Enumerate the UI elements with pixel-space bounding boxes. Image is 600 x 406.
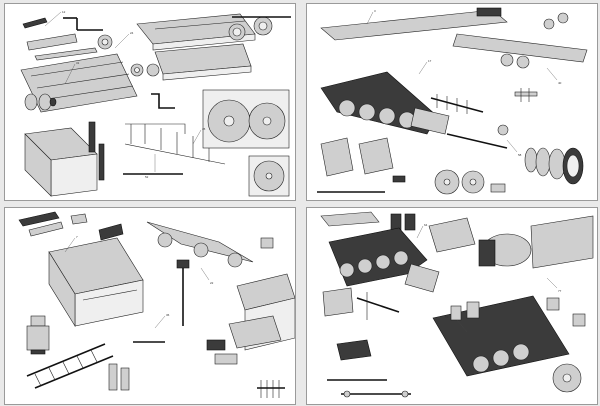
sheet-2-drawing: 3 17 40 58	[317, 7, 588, 195]
frame-top	[320, 211, 416, 231]
sheet-3-tender-body: 7 22 36	[4, 207, 296, 405]
svg-text:36: 36	[166, 313, 170, 317]
svg-text:81: 81	[445, 315, 449, 319]
svg-text:58: 58	[518, 153, 522, 157]
frame-assembly	[136, 13, 256, 81]
locomotive-chassis	[320, 71, 450, 135]
small-parts-top-left	[22, 17, 103, 61]
valve-gear-parts	[322, 287, 400, 381]
wheel-detail	[546, 297, 586, 393]
tools-top-left	[18, 211, 124, 241]
wheelset-upper	[500, 12, 569, 69]
sheet-1-chassis-frame: 12 24 31 45 52	[4, 3, 296, 201]
tender-box	[48, 237, 144, 328]
bar-frame-middle	[430, 94, 508, 149]
part-callouts: 3 17 40 58	[366, 9, 562, 157]
sheet-4-drawing: 64 81 77	[320, 211, 594, 398]
svg-text:22: 22	[210, 281, 214, 285]
assembled-locomotive	[432, 295, 570, 377]
sheet-4-final-assembly: 64 81 77	[306, 207, 598, 405]
lamp-post	[176, 259, 190, 326]
svg-text:24: 24	[130, 31, 134, 35]
small-hardware	[490, 88, 538, 193]
smokebox-and-cab	[428, 215, 594, 269]
sheet-3-drawing: 7 22 36	[18, 211, 295, 398]
svg-text:77: 77	[558, 289, 562, 293]
svg-text:17: 17	[428, 59, 432, 63]
chassis-with-wheels	[328, 227, 440, 293]
spoked-wheels	[434, 169, 485, 195]
tender-body	[24, 121, 105, 197]
svg-text:52: 52	[145, 175, 149, 179]
part-callouts: 12 24 31 45 52	[44, 10, 206, 179]
bogie-frame	[146, 221, 274, 268]
wheel-pair	[228, 16, 291, 41]
gear-cluster	[97, 34, 160, 77]
svg-text:12: 12	[62, 10, 66, 14]
boiler-box-right	[228, 273, 295, 351]
svg-text:64: 64	[424, 223, 428, 227]
hand-rails	[124, 93, 226, 165]
svg-text:7: 7	[76, 235, 78, 239]
sheet-1-drawing: 12 24 31 45 52	[20, 10, 291, 197]
svg-text:45: 45	[202, 127, 206, 131]
long-frame-upper	[320, 7, 588, 63]
part-callouts: 64 81 77	[416, 223, 562, 333]
cab-and-boiler-parts	[317, 137, 406, 193]
part-callouts: 7 22 36	[64, 235, 214, 329]
small-parts-bottom	[108, 339, 285, 398]
wheel-detail-boxes	[202, 89, 290, 197]
cylinder-parts	[24, 93, 57, 111]
svg-text:40: 40	[558, 81, 562, 85]
svg-text:31: 31	[76, 61, 80, 65]
spring-rings	[524, 147, 584, 185]
axle-detail	[341, 390, 411, 398]
sheet-2-running-gear: 3 17 40 58	[306, 3, 598, 201]
track-section	[26, 343, 114, 389]
svg-text:3: 3	[374, 9, 376, 13]
cylinder-block	[26, 315, 50, 355]
